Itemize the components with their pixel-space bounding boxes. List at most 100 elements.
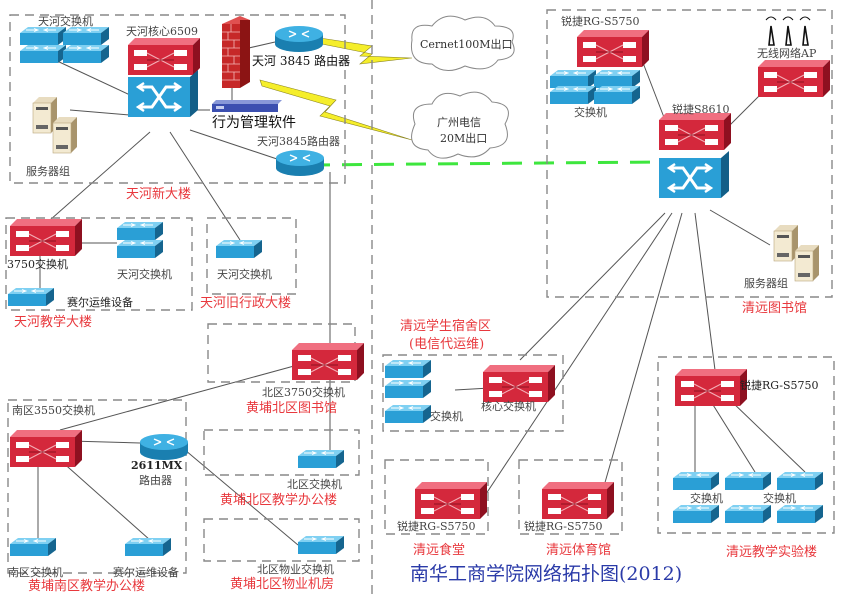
link-s5750-s8610 xyxy=(639,54,666,121)
area-qingyuan-gym: 清远体育馆 xyxy=(546,543,612,558)
router-3845-top-icon[interactable] xyxy=(274,25,324,53)
dorm-core-label: 核心交换机 xyxy=(481,400,536,413)
link-lab-sw2 xyxy=(709,399,756,473)
ops-device-switch-icon[interactable] xyxy=(7,287,55,307)
border-qingyuan-dorm xyxy=(382,354,564,432)
dorm-switch-icon[interactable] xyxy=(384,404,432,424)
canteen-s5750-icon[interactable] xyxy=(414,481,488,520)
link-core6509-oldadmin xyxy=(169,131,241,241)
qingyuan-switch-icon[interactable] xyxy=(549,69,597,89)
telecom-cloud-label-line1: 广州电信 xyxy=(437,116,481,129)
core-6509-icon[interactable] xyxy=(127,37,201,76)
behavior-mgmt-appliance-icon[interactable] xyxy=(212,100,282,112)
area-tianhe-teaching: 天河教学大楼 xyxy=(14,315,93,330)
area-tianhe-new: 天河新大楼 xyxy=(126,187,192,202)
tianhe-switch-icon[interactable] xyxy=(116,221,164,241)
dorm-core-switch-icon[interactable] xyxy=(482,364,556,403)
gym-device-label: 锐捷RG-S5750 xyxy=(524,520,603,533)
north-switch-label: 北区交换机 xyxy=(287,478,342,491)
lab-switch-icon[interactable] xyxy=(776,504,824,524)
router-3845-bottom-label: 天河3845路由器 xyxy=(257,135,340,148)
ops-device-switch-icon[interactable] xyxy=(124,537,172,557)
north-3750-label: 北区3750交换机 xyxy=(262,386,345,399)
area-qingyuan-lab: 清远教学实验楼 xyxy=(726,545,818,560)
north-3750-switch-icon[interactable] xyxy=(291,342,365,381)
server-icon[interactable] xyxy=(773,224,799,262)
link-core6509-teaching xyxy=(49,131,151,221)
server-icon[interactable] xyxy=(794,244,820,282)
lab-switch-icon[interactable] xyxy=(776,471,824,491)
s8610-module-icon[interactable] xyxy=(658,112,732,151)
firewall-icon[interactable] xyxy=(222,16,250,88)
link-lab-sw3 xyxy=(729,399,806,473)
lab-switch-icon[interactable] xyxy=(672,471,720,491)
tianhe-switch-icon[interactable] xyxy=(19,26,67,46)
qingyuan-s5750-label: 锐捷RG-S5750 xyxy=(561,15,640,28)
south-switch-label: 南区交换机 xyxy=(8,566,63,579)
switch-3750-icon[interactable] xyxy=(9,218,83,257)
qingyuan-switches-label: 交换机 xyxy=(574,106,607,119)
telecom-cloud-label-line2: 20M出口 xyxy=(440,132,488,145)
tianhe-switch-icon[interactable] xyxy=(19,44,67,64)
qingyuan-switch-icon[interactable] xyxy=(593,85,641,105)
south-switch-icon[interactable] xyxy=(9,537,57,557)
qingyuan-switch-icon[interactable] xyxy=(549,85,597,105)
link-s8610-servers xyxy=(709,209,771,246)
border-tianhe-teaching xyxy=(5,217,193,311)
core-6509-label: 天河核心6509 xyxy=(126,25,198,38)
lab-switch-icon[interactable] xyxy=(724,471,772,491)
qingyuan-servers-label: 服务器组 xyxy=(744,277,788,290)
border-tianhe-oldadmin xyxy=(206,217,297,295)
dorm-switch-icon[interactable] xyxy=(384,379,432,399)
wan-link-telecom xyxy=(259,79,413,141)
tianhe-switch-icon[interactable] xyxy=(215,239,263,259)
core-6509-chassis-icon[interactable] xyxy=(126,68,200,119)
border-north-library xyxy=(207,323,356,383)
area-huangpu-north-teaching: 黄埔北区教学办公楼 xyxy=(220,493,338,508)
area-qingyuan-canteen: 清远食堂 xyxy=(413,543,466,558)
tianhe-switch-icon[interactable] xyxy=(62,26,110,46)
dorm-switch-icon[interactable] xyxy=(384,359,432,379)
router-3845-bottom-icon[interactable] xyxy=(275,149,325,177)
router-2611mx-sublabel: 路由器 xyxy=(139,474,172,487)
router-3845-top-label: 天河 3845 路由器 xyxy=(252,54,351,68)
server-icon[interactable] xyxy=(52,116,78,154)
lab-switches-label-a: 交换机 xyxy=(690,492,723,505)
lab-switch-icon[interactable] xyxy=(672,504,720,524)
south-ops-label: 赛尔运维设备 xyxy=(113,566,179,579)
border-north-teaching xyxy=(203,429,360,476)
lab-s5750-icon[interactable] xyxy=(674,368,748,407)
link-s8610-gym xyxy=(599,212,683,501)
gym-s5750-icon[interactable] xyxy=(541,481,615,520)
north-switch-icon[interactable] xyxy=(297,449,345,469)
diagram-title: 南华工商学院网络拓扑图(2012) xyxy=(410,563,683,585)
north-property-switch-label: 北区物业交换机 xyxy=(257,563,334,576)
s8610-core-chassis-icon[interactable] xyxy=(657,149,731,200)
router-2611mx-icon[interactable] xyxy=(139,433,189,461)
cernet-cloud-label: Cernet100M出口 xyxy=(420,38,513,51)
south-3550-switch-icon[interactable] xyxy=(9,429,83,468)
rg-s5750-icon[interactable] xyxy=(576,29,650,68)
north-property-switch-icon[interactable] xyxy=(297,535,345,555)
s8610-label: 锐捷S8610 xyxy=(672,103,730,116)
wireless-ap-controller-icon[interactable] xyxy=(757,59,831,98)
border-qingyuan-library xyxy=(546,9,833,298)
qingyuan-switch-icon[interactable] xyxy=(593,69,641,89)
link-core6509-servers xyxy=(69,109,131,116)
cloud-telecom xyxy=(411,91,509,159)
tianhe-switches-label: 天河交换机 xyxy=(38,15,93,28)
area-qingyuan-dorm-sub: (电信代运维) xyxy=(409,337,485,352)
lab-switch-icon[interactable] xyxy=(724,504,772,524)
area-borders xyxy=(5,0,835,594)
area-qingyuan-library: 清远图书馆 xyxy=(742,301,808,316)
tianhe-switch-icon[interactable] xyxy=(116,239,164,259)
link-s8610-dorm xyxy=(519,212,666,361)
border-qingyuan-lab xyxy=(657,356,835,534)
area-huangpu-south: 黄埔南区教学办公楼 xyxy=(28,579,146,594)
border-qingyuan-gym xyxy=(518,459,623,535)
area-tianhe-oldadmin: 天河旧行政大楼 xyxy=(200,296,292,311)
link-ap-s8610 xyxy=(729,94,761,126)
cloud-cernet xyxy=(410,15,515,71)
link-s8610-lab xyxy=(694,212,716,371)
tianhe-switch-icon[interactable] xyxy=(62,44,110,64)
